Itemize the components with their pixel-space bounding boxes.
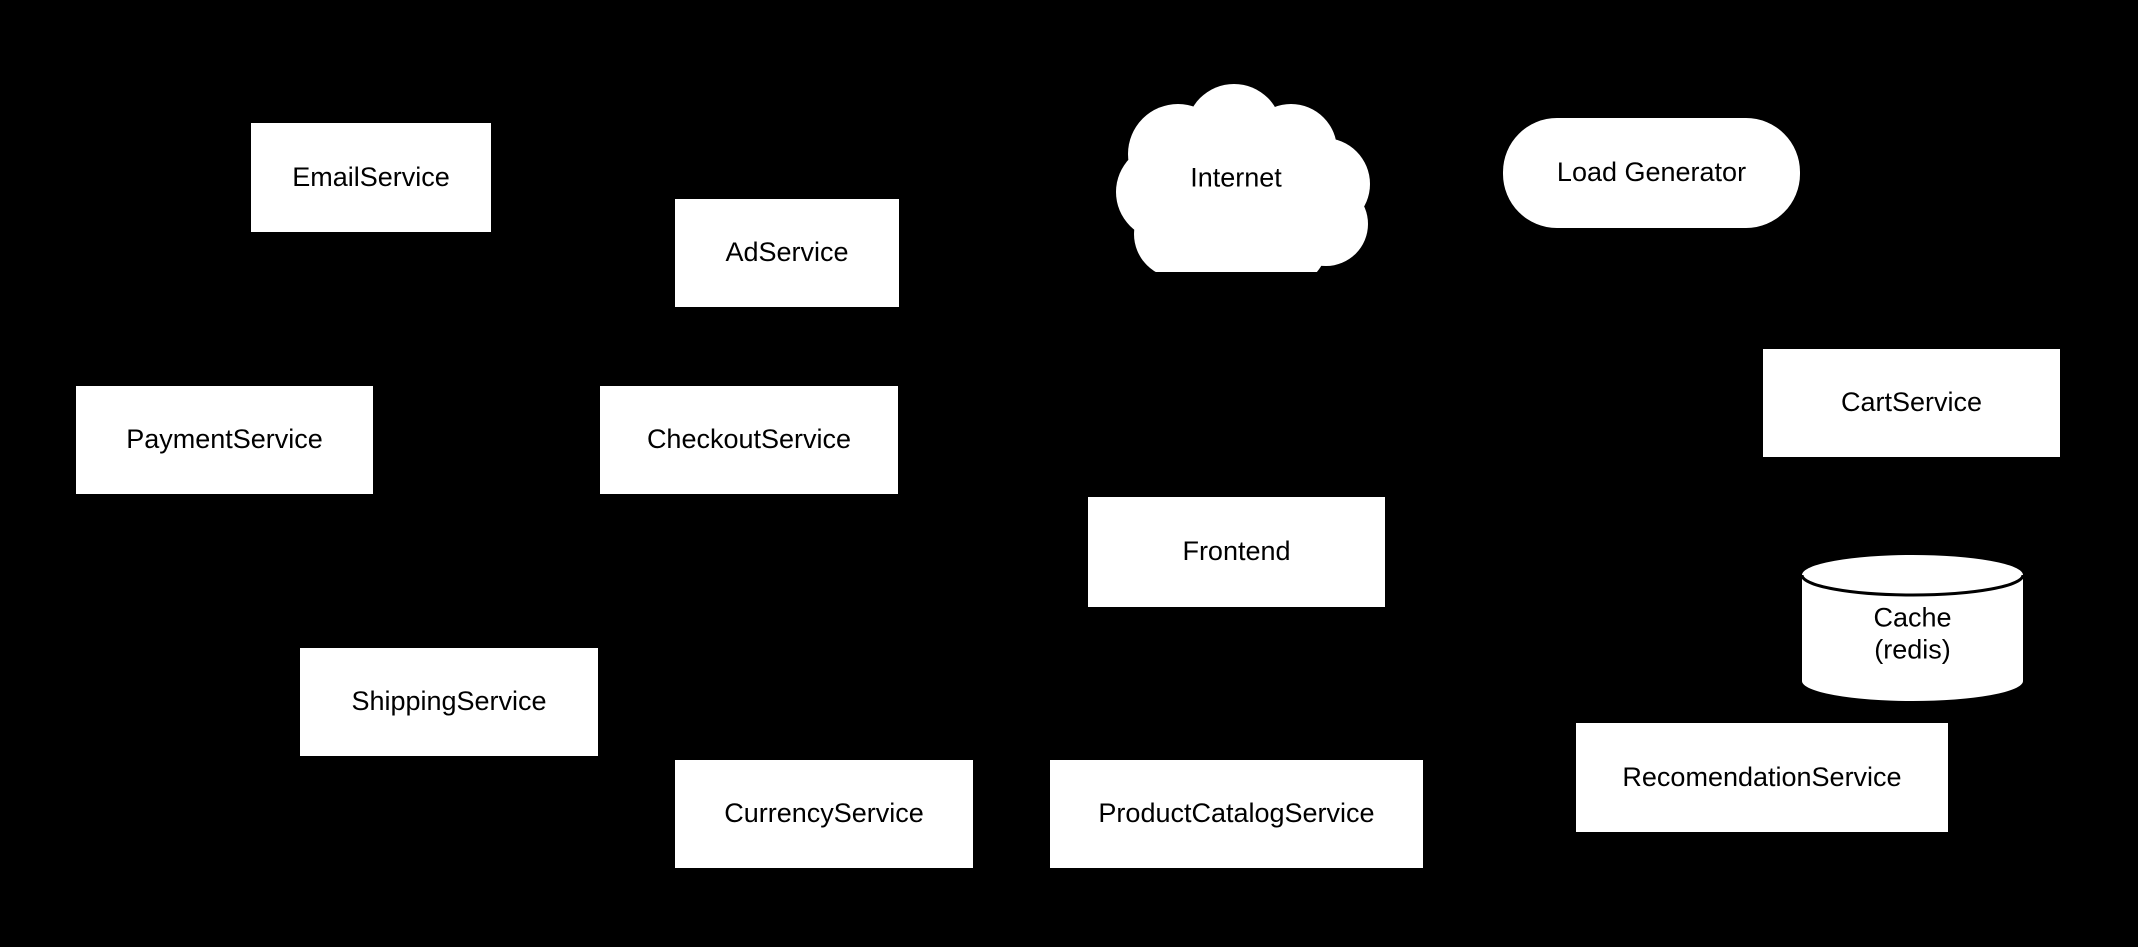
node-load-generator[interactable]: Load Generator — [1503, 118, 1800, 228]
node-cart-service[interactable]: CartService — [1763, 349, 2060, 457]
node-label-currency-service: CurrencyService — [724, 798, 924, 829]
node-email-service[interactable]: EmailService — [251, 123, 491, 232]
node-ad-service[interactable]: AdService — [675, 199, 899, 307]
node-currency-service[interactable]: CurrencyService — [675, 760, 973, 868]
node-cache-redis[interactable]: Cache (redis) — [1800, 553, 2025, 703]
node-checkout-service[interactable]: CheckoutService — [600, 386, 898, 494]
node-label-recomendation-service: RecomendationService — [1622, 761, 1902, 792]
node-product-catalog-service[interactable]: ProductCatalogService — [1050, 760, 1423, 868]
node-recomendation-service[interactable]: RecomendationService — [1576, 723, 1948, 832]
node-label-internet: Internet — [1190, 162, 1282, 193]
node-label-load-generator: Load Generator — [1556, 157, 1747, 188]
node-label-cart-service: CartService — [1840, 387, 1983, 418]
node-label-shipping-service: ShippingService — [351, 686, 547, 717]
node-internet[interactable]: Internet — [1086, 84, 1386, 272]
node-label-ad-service: AdService — [725, 237, 849, 268]
node-label-frontend: Frontend — [1182, 536, 1291, 567]
node-label-cache-redis: Cache (redis) — [1873, 602, 1952, 665]
node-label-checkout-service: CheckoutService — [646, 424, 852, 455]
node-label-payment-service: PaymentService — [126, 424, 323, 455]
node-label-email-service: EmailService — [292, 161, 450, 192]
node-payment-service[interactable]: PaymentService — [76, 386, 373, 494]
node-label-product-catalog-service: ProductCatalogService — [1098, 798, 1375, 829]
node-frontend[interactable]: Frontend — [1088, 497, 1385, 607]
node-shipping-service[interactable]: ShippingService — [300, 648, 598, 756]
